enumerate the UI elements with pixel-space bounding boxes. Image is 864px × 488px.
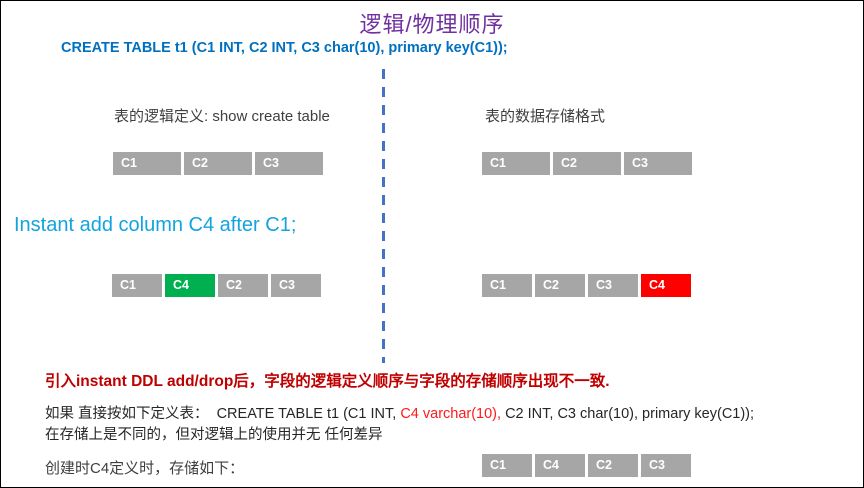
explanation-line1-red: C4 varchar(10), [400,406,502,422]
logical-definition-label: 表的逻辑定义: show create table [114,108,330,125]
table-cell-c1: C1 [112,274,162,297]
table-cell-c2: C2 [184,152,252,175]
storage-format-label: 表的数据存储格式 [485,108,606,125]
table-cell-c3: C3 [624,152,692,175]
table-cell-c3: C3 [641,454,691,477]
table-cell-c1: C1 [113,152,181,175]
table-cell-c2: C2 [535,274,585,297]
conclusion-text: 引入instant DDL add/drop后，字段的逻辑定义顺序与字段的存储顺… [45,373,610,390]
explanation-line1-suffix: C2 INT, C3 char(10), primary key(C1)); [501,406,755,422]
explanation-paragraph: 如果 直接按如下定义表： CREATE TABLE t1 (C1 INT, C4… [45,404,754,446]
table-cell-c1: C1 [482,454,532,477]
table-cell-c4: C4 [641,274,691,297]
table-cell-c3: C3 [255,152,323,175]
create-table-statement: CREATE TABLE t1 (C1 INT, C2 INT, C3 char… [61,40,508,56]
explanation-line2: 在存储上是不同的，但对逻辑上的使用并无 任何差异 [45,427,383,443]
page-title: 逻辑/物理顺序 [359,12,505,37]
table-cell-c1: C1 [482,152,550,175]
explanation-line1-prefix: 如果 直接按如下定义表： CREATE TABLE t1 (C1 INT, [45,406,401,422]
table-cell-c2: C2 [553,152,621,175]
table-cell-c4: C4 [535,454,585,477]
table-cell-c4: C4 [165,274,215,297]
table-cell-c1: C1 [482,274,532,297]
table-cell-c3: C3 [271,274,321,297]
instant-add-column-statement: Instant add column C4 after C1; [14,214,297,236]
table-cell-c2: C2 [218,274,268,297]
vertical-dashed-divider [382,69,385,363]
table-cell-c3: C3 [588,274,638,297]
storage-when-created-label: 创建时C4定义时，存储如下： [45,460,245,477]
table-cell-c2: C2 [588,454,638,477]
